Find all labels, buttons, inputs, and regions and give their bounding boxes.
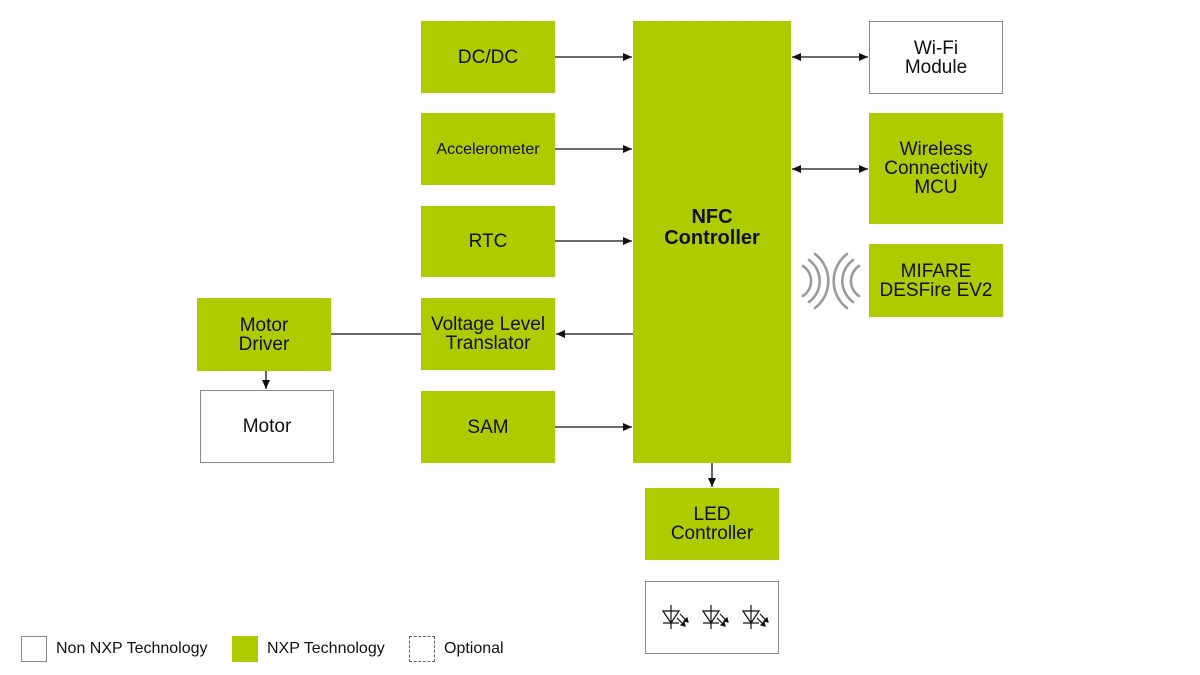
legend-optional-swatch: [409, 636, 435, 662]
led-diode-icon: [661, 605, 689, 629]
block-dcdc-label: DC/DC: [457, 46, 519, 68]
block-sam-label: SAM: [467, 416, 509, 438]
block-accelerometer: Accelerometer: [421, 113, 555, 185]
block-wifi-module: Wi-Fi Module: [869, 21, 1003, 94]
block-motor-driver: Motor Driver: [197, 298, 331, 371]
block-nfc-label: NFC Controller: [664, 206, 760, 249]
block-wireless-connectivity-mcu: Wireless Connectivity MCU: [869, 113, 1003, 224]
block-nfc-controller: NFC Controller: [633, 21, 791, 463]
legend-nxp-swatch: [232, 636, 258, 662]
block-vlt-label: Voltage Level Translator: [430, 314, 546, 354]
block-motor-label: Motor: [242, 416, 292, 437]
led-diode-icon: [741, 605, 769, 629]
legend-non-nxp-swatch: [21, 636, 47, 662]
block-voltage-level-translator: Voltage Level Translator: [421, 298, 555, 370]
block-accelerometer-label: Accelerometer: [436, 140, 540, 158]
block-mifare-desfire: MIFARE DESFire EV2: [869, 244, 1003, 317]
block-mifare-label: MIFARE DESFire EV2: [879, 260, 993, 301]
block-motor-driver-label: Motor Driver: [238, 314, 290, 355]
legend-non-nxp-label: Non NXP Technology: [56, 640, 208, 657]
legend-optional: Optional: [409, 634, 504, 664]
block-sam: SAM: [421, 391, 555, 463]
block-motor: Motor: [200, 390, 334, 463]
led-array-box: [645, 581, 779, 654]
block-rtc-label: RTC: [468, 231, 508, 252]
block-dcdc: DC/DC: [421, 21, 555, 93]
legend-optional-label: Optional: [444, 640, 504, 657]
block-rtc: RTC: [421, 206, 555, 277]
led-diode-icon: [701, 605, 729, 629]
legend-nxp: NXP Technology: [232, 634, 385, 664]
legend-nxp-label: NXP Technology: [267, 640, 385, 657]
legend-non-nxp: Non NXP Technology: [21, 634, 208, 664]
block-led-controller-label: LED Controller: [670, 504, 754, 544]
block-wifi-label: Wi-Fi Module: [904, 37, 968, 78]
block-led-controller: LED Controller: [645, 488, 779, 560]
wireless-signal-icon: [801, 252, 861, 310]
block-wireless-mcu-label: Wireless Connectivity MCU: [884, 139, 988, 198]
